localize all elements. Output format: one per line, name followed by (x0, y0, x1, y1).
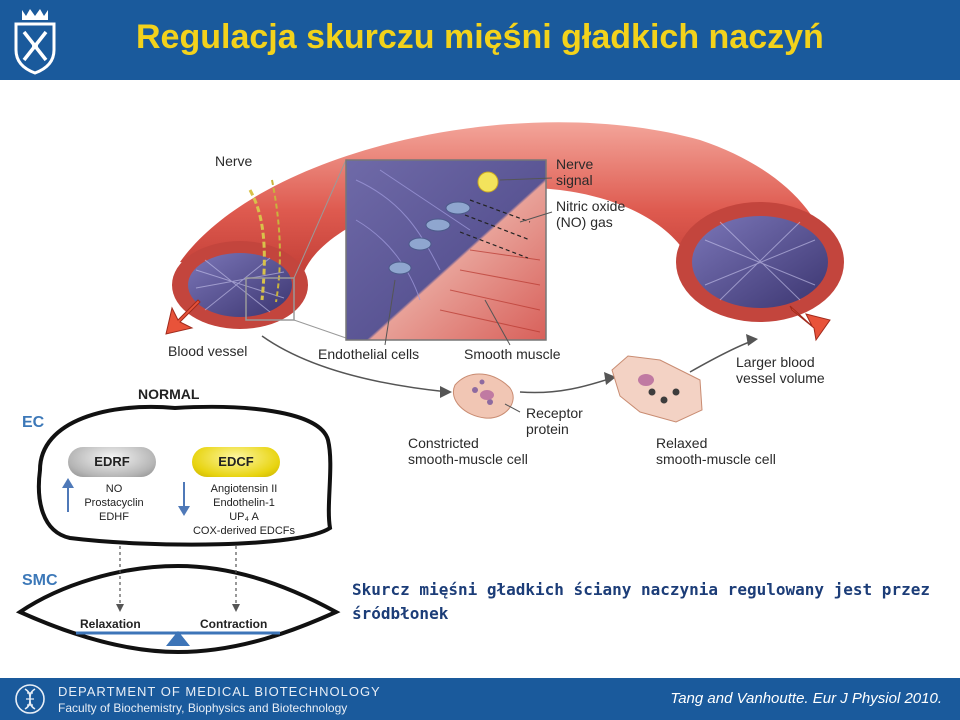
edrf-badge: EDRF (68, 447, 156, 477)
edrf-factor: EDHF (99, 511, 129, 523)
relaxation-label: Relaxation (80, 617, 141, 631)
edrf-factor-list: NO Prostacyclin EDHF (74, 482, 154, 524)
constricted-cell-label-1: Constricted (408, 435, 479, 451)
ec-label: EC (22, 414, 45, 431)
receptor-protein-label-2: protein (526, 421, 569, 437)
right-flow-arrow (789, 305, 831, 342)
larger-vessel-label-2: vessel volume (736, 370, 825, 386)
nitric-oxide-label-1: Nitric oxide (556, 198, 626, 214)
normal-label: NORMAL (138, 386, 200, 402)
dna-logo-icon (15, 684, 45, 714)
endothelial-cell-layer (388, 201, 471, 275)
balance-fulcrum (166, 631, 190, 646)
nerve-fiber (248, 189, 266, 301)
contraction-label: Contraction (200, 617, 268, 631)
edrf-up-arrow (62, 478, 74, 512)
constricted-cell-label-2: smooth-muscle cell (408, 451, 528, 467)
relaxed-cell-label-2: smooth-muscle cell (656, 451, 776, 467)
zoom-source-box (245, 277, 295, 321)
department-name: DEPARTMENT OF MEDICAL BIOTECHNOLOGY (58, 684, 381, 699)
smc-outline (15, 563, 341, 655)
ec-outline (36, 404, 333, 547)
slide-caption: Skurcz mięśni gładkich ściany naczynia r… (352, 580, 930, 623)
zoom-panel (345, 159, 547, 341)
vessel-illustration (15, 122, 844, 655)
page-title: Regulacja skurczu mięśni gładkich naczyń (136, 18, 824, 56)
edcf-factor: Endothelin-1 (213, 497, 275, 509)
edrf-factor: NO (105, 483, 123, 495)
edcf-down-arrow (178, 482, 190, 516)
relaxed-cell (611, 355, 703, 423)
footer-bar (0, 678, 960, 720)
larger-vessel-label-1: Larger blood (736, 354, 815, 370)
edcf-factor: UP₄ A (229, 511, 259, 523)
smooth-muscle-label: Smooth muscle (464, 346, 561, 362)
edcf-factor-list: Angiotensin II Endothelin-1 UP₄ A COX-de… (174, 482, 314, 538)
university-crest-icon (14, 9, 56, 75)
edcf-factor: COX-derived EDCFs (192, 525, 296, 537)
edrf-factor: Prostacyclin (84, 497, 144, 509)
receptor-protein-label-1: Receptor (526, 405, 583, 421)
nerve-signal-burst (477, 171, 499, 193)
nerve-label: Nerve (215, 153, 253, 169)
left-flow-arrow (165, 299, 201, 335)
nerve-signal-label-2: signal (556, 172, 593, 188)
title-bar (0, 0, 960, 80)
citation: Tang and Vanhoutte. Eur J Physiol 2010. (670, 690, 942, 707)
faculty-name: Faculty of Biochemistry, Biophysics and … (58, 701, 348, 715)
nerve-signal-label-1: Nerve (556, 156, 594, 172)
edcf-factor: Angiotensin II (210, 483, 278, 495)
smc-label: SMC (22, 572, 58, 589)
edcf-badge: EDCF (192, 447, 280, 477)
nitric-oxide-label-2: (NO) gas (556, 214, 613, 230)
relaxed-cell-label-1: Relaxed (656, 435, 708, 451)
to-constricted-arrow (261, 335, 449, 393)
blood-vessel-label: Blood vessel (168, 343, 248, 359)
to-relaxed-arrow (519, 377, 613, 394)
endothelial-cells-label: Endothelial cells (318, 346, 420, 362)
no-release-arrows (459, 199, 531, 259)
